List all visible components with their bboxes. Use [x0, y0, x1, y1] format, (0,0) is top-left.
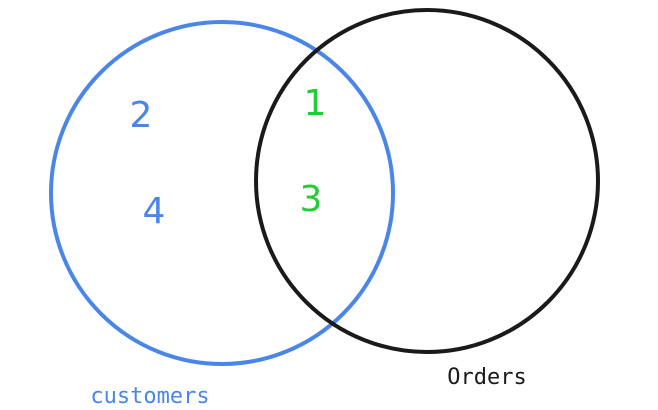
customers-label: customers — [90, 384, 209, 409]
intersection-value: 1 — [304, 83, 327, 124]
customers-circle — [49, 20, 395, 366]
orders-label: Orders — [447, 365, 526, 390]
intersection-value: 3 — [300, 179, 323, 220]
customers-only-value: 4 — [143, 191, 166, 232]
customers-only-value: 2 — [130, 95, 153, 136]
orders-circle — [254, 8, 600, 354]
